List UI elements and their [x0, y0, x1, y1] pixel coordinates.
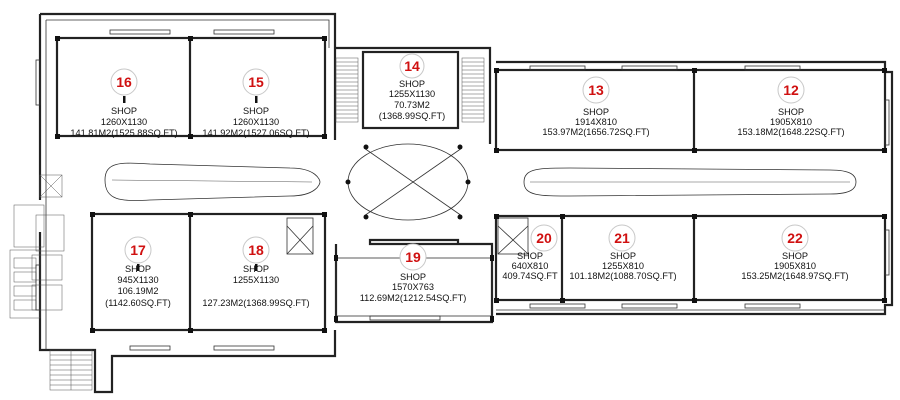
- shop-12[interactable]: 12 SHOP 1905X810 153.18M2(1648.22SQ.FT): [737, 76, 845, 137]
- shop-14[interactable]: 14 SHOP 1255X1130 70.73M2 (1368.99SQ.FT): [379, 53, 445, 121]
- shop-number: 22: [787, 230, 803, 246]
- shop-type: SHOP: [125, 264, 151, 274]
- building-walls: [38, 12, 894, 394]
- shop-dimensions: 640X810: [512, 261, 549, 271]
- shop-type: SHOP: [778, 107, 804, 117]
- stairs: [49, 57, 485, 391]
- shop-dimensions: 1905X810: [774, 261, 816, 271]
- shop-area: 70.73M2: [394, 100, 430, 110]
- shop-type: SHOP: [517, 251, 543, 261]
- shop-number: 20: [536, 230, 552, 246]
- shop-20[interactable]: 20 SHOP 640X810 409.74SQ.FT: [502, 224, 558, 281]
- shop-number: 15: [248, 74, 264, 90]
- shop-15[interactable]: 15 SHOP 1260X1130 141.92M2(1527.06SQ.FT): [202, 68, 310, 138]
- shop-number-badge: [777, 76, 805, 104]
- shop-dimensions: 1255X810: [602, 261, 644, 271]
- shop-area: 153.25M2(1648.97SQ.FT): [741, 271, 848, 281]
- shop-number-badge: [110, 68, 138, 96]
- shop-dimensions: 1570X763: [392, 282, 434, 292]
- shop-type: SHOP: [400, 272, 426, 282]
- shop-dimensions: 1260X1130: [233, 117, 279, 127]
- shop-17[interactable]: 17 SHOP 945X1130 106.19M2 (1142.60SQ.FT): [105, 236, 171, 308]
- shop-dimensions: 1260X1130: [101, 117, 147, 127]
- shop-number: 12: [783, 82, 799, 98]
- shop-number-badge: [399, 243, 427, 271]
- shop-number: 16: [116, 74, 132, 90]
- shop-number: 21: [614, 230, 630, 246]
- shop-number: 14: [404, 58, 420, 74]
- shop-number-badge: [242, 68, 270, 96]
- shop-number-badge: [582, 76, 610, 104]
- shop-type: SHOP: [399, 79, 425, 89]
- shop-number-badge: [530, 224, 558, 252]
- shop-19[interactable]: 19 SHOP 1570X763 112.69M2(1212.54SQ.FT): [360, 243, 467, 303]
- shop-type: SHOP: [583, 107, 609, 117]
- shop-number: 13: [588, 82, 604, 98]
- shop-area: 127.23M2(1368.99SQ.FT): [202, 298, 309, 308]
- shop-16[interactable]: 16 SHOP 1260X1130 141.81M2(1525.88SQ.FT): [70, 68, 178, 138]
- shop-dimensions: 1255X1130: [233, 275, 279, 285]
- shop-number-badge: [781, 224, 809, 252]
- shop-number: 18: [248, 242, 264, 258]
- shop-18[interactable]: 18 SHOP 1255X1130 127.23M2(1368.99SQ.FT): [202, 236, 310, 308]
- shop-type: SHOP: [610, 251, 636, 261]
- shop-number-badge: [399, 53, 425, 79]
- shop-area: 106.19M2: [118, 286, 159, 296]
- window-marks: [35, 29, 890, 351]
- shop-dimensions: 945X1130: [117, 275, 158, 285]
- shop-dimensions: 1905X810: [770, 117, 812, 127]
- toilet-block: [9, 174, 65, 319]
- shop-area: 101.18M2(1088.70SQ.FT): [569, 271, 676, 281]
- shop-13[interactable]: 13 SHOP 1914X810 153.97M2(1656.72SQ.FT): [542, 76, 650, 137]
- shop-area: 409.74SQ.FT: [502, 271, 558, 281]
- lift-shafts: [286, 217, 529, 255]
- shop-type: SHOP: [111, 106, 137, 116]
- shop-type: SHOP: [243, 106, 269, 116]
- shop-number-badge: [608, 224, 636, 252]
- shop-area-sqft: (1368.99SQ.FT): [379, 111, 445, 121]
- shop-number-badge: [124, 236, 152, 264]
- central-atrium-ellipse: [347, 143, 469, 221]
- shop-area: 153.18M2(1648.22SQ.FT): [737, 127, 844, 137]
- atrium-voids: [104, 143, 857, 221]
- shop-number: 17: [130, 242, 146, 258]
- shop-type: SHOP: [782, 251, 808, 261]
- columns: [55, 36, 887, 333]
- shop-dimensions: 1914X810: [575, 117, 617, 127]
- shop-number-badge: [242, 236, 270, 264]
- shop-area: 141.92M2(1527.06SQ.FT): [202, 128, 309, 138]
- shop-21[interactable]: 21 SHOP 1255X810 101.18M2(1088.70SQ.FT): [569, 224, 677, 281]
- shop-number: 19: [405, 249, 421, 265]
- shop-type: SHOP: [243, 264, 269, 274]
- shop-area: 141.81M2(1525.88SQ.FT): [70, 128, 177, 138]
- shop-area-sqft: (1142.60SQ.FT): [105, 298, 171, 308]
- shop-22[interactable]: 22 SHOP 1905X810 153.25M2(1648.97SQ.FT): [741, 224, 849, 281]
- shop-dimensions: 1255X1130: [389, 89, 435, 99]
- shop-area: 112.69M2(1212.54SQ.FT): [360, 293, 467, 303]
- shop-area: 153.97M2(1656.72SQ.FT): [542, 127, 649, 137]
